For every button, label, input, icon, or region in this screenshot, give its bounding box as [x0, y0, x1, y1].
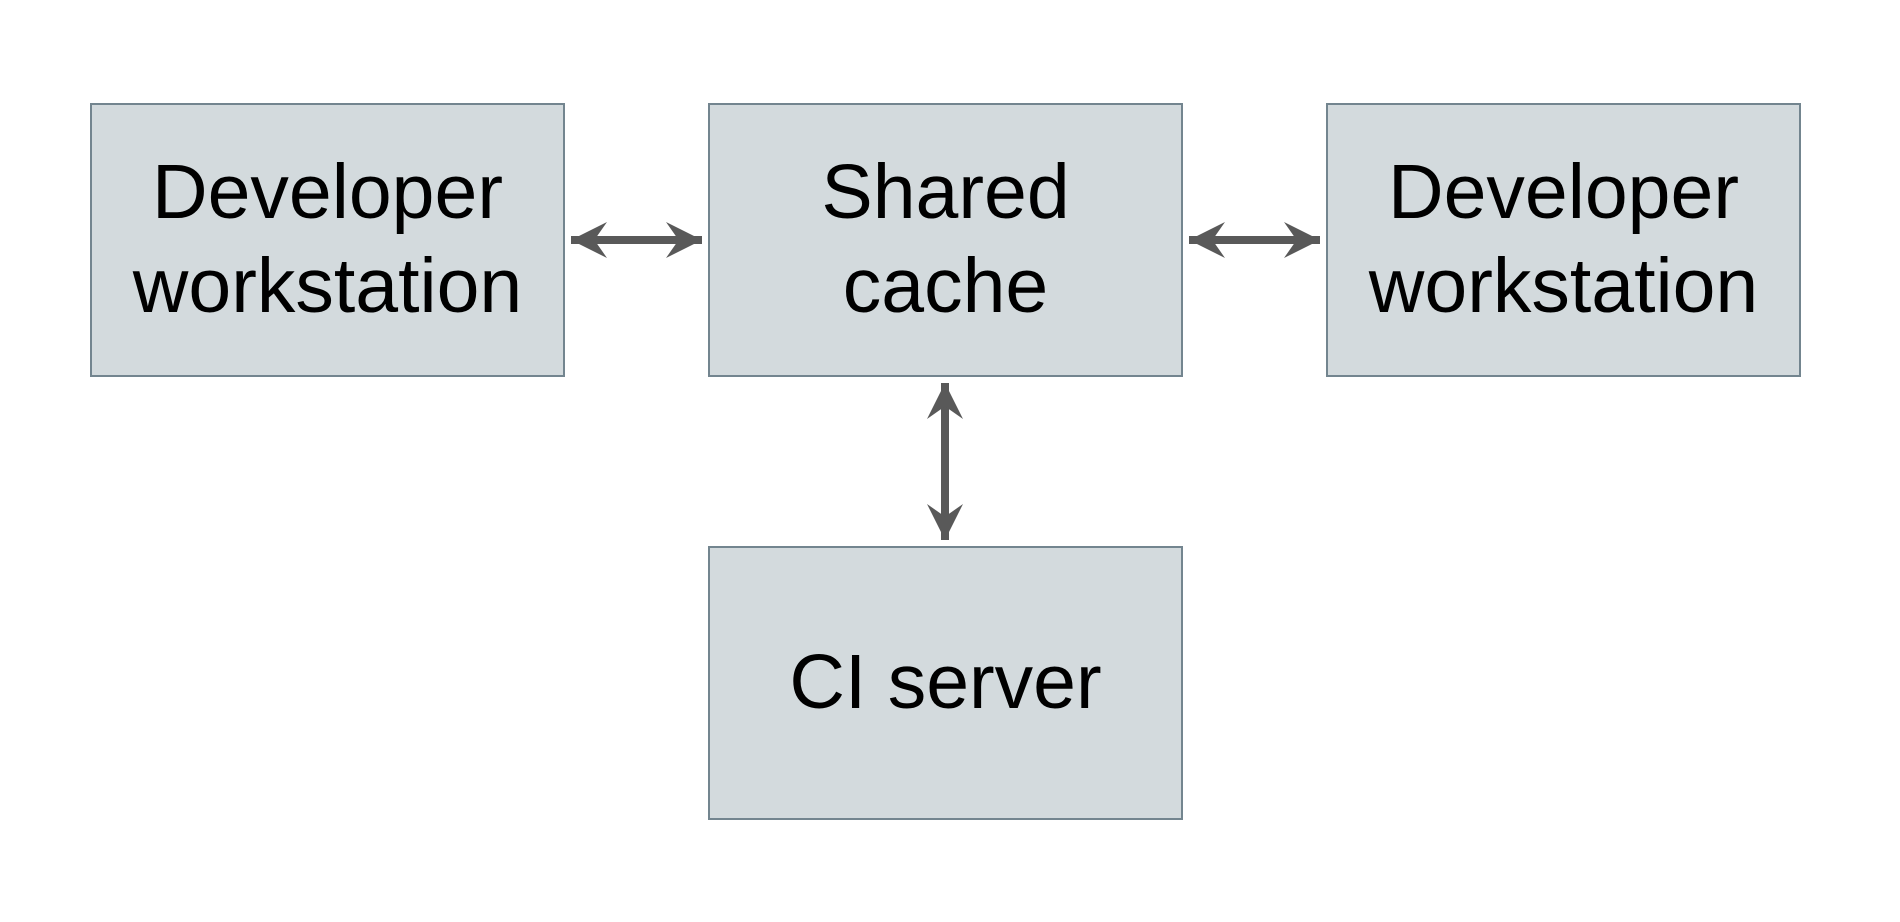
node-label: Developer workstation	[132, 149, 523, 329]
node-shared-cache: Shared cache	[708, 103, 1183, 377]
node-label: Shared cache	[821, 149, 1070, 329]
node-label: CI server	[789, 639, 1102, 726]
node-ci-server: CI server	[708, 546, 1183, 820]
node-developer-workstation-left: Developer workstation	[90, 103, 565, 377]
node-developer-workstation-right: Developer workstation	[1326, 103, 1801, 377]
node-label: Developer workstation	[1368, 149, 1759, 329]
